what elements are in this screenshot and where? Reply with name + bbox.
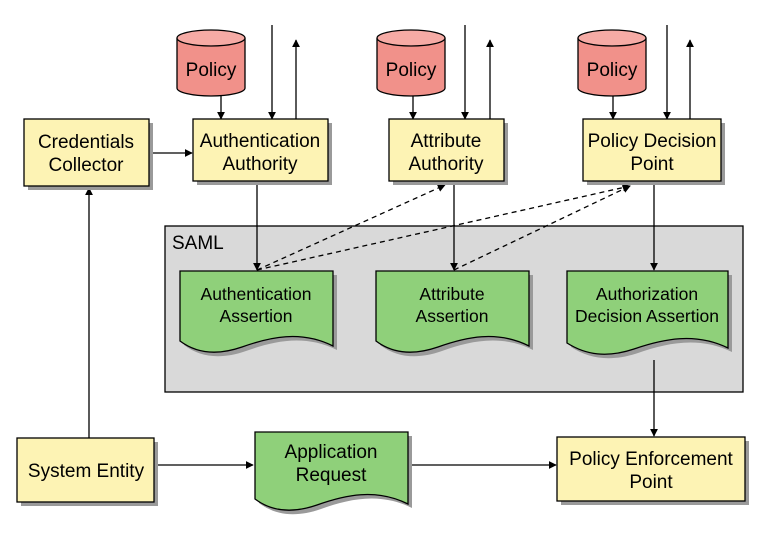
policy-store-decision: Policy (577, 29, 647, 97)
credentials-collector-line2: Collector (49, 155, 125, 176)
authentication-assertion-line2: Assertion (220, 306, 293, 326)
policy-enforcement-point-line2: Point (629, 472, 673, 493)
authentication-assertion-document: Authentication Assertion (179, 270, 337, 357)
policy-store-label: Policy (587, 60, 638, 81)
authentication-authority-box: Authentication Authority (192, 118, 332, 185)
policy-enforcement-point-line1: Policy Enforcement (569, 449, 733, 470)
authentication-authority-line1: Authentication (200, 131, 320, 152)
authorization-decision-assertion-line2: Decision Assertion (575, 306, 719, 326)
connector-arrows (85, 25, 694, 469)
policy-store-label: Policy (186, 60, 237, 81)
attribute-authority-line2: Authority (409, 154, 484, 175)
application-request-line2: Request (296, 465, 367, 486)
credentials-collector-box: Credentials Collector (23, 118, 153, 190)
policy-store-label: Policy (386, 60, 437, 81)
saml-region-label: SAML (172, 233, 224, 254)
policy-store-authentication: Policy (176, 29, 246, 97)
attribute-authority-line1: Attribute (411, 131, 482, 152)
attribute-assertion-line1: Attribute (419, 284, 484, 304)
policy-enforcement-point-box: Policy Enforcement Point (556, 436, 749, 505)
system-entity-box: System Entity (16, 437, 158, 506)
system-entity-label: System Entity (28, 461, 145, 482)
application-request-line1: Application (285, 442, 378, 463)
policy-decision-point-line1: Policy Decision (588, 131, 717, 152)
authentication-authority-line2: Authority (223, 154, 298, 175)
policy-decision-point-line2: Point (630, 154, 674, 175)
policy-store-attribute: Policy (376, 29, 446, 97)
policy-decision-point-box: Policy Decision Point (582, 118, 725, 185)
attribute-assertion-line2: Assertion (416, 306, 489, 326)
attribute-authority-box: Attribute Authority (388, 118, 508, 185)
authorization-decision-assertion-document: Authorization Decision Assertion (566, 270, 732, 359)
authorization-decision-assertion-line1: Authorization (596, 284, 698, 304)
application-request-document: Application Request (254, 431, 412, 515)
authentication-assertion-line1: Authentication (201, 284, 312, 304)
attribute-assertion-document: Attribute Assertion (375, 270, 533, 357)
credentials-collector-line1: Credentials (38, 132, 134, 153)
